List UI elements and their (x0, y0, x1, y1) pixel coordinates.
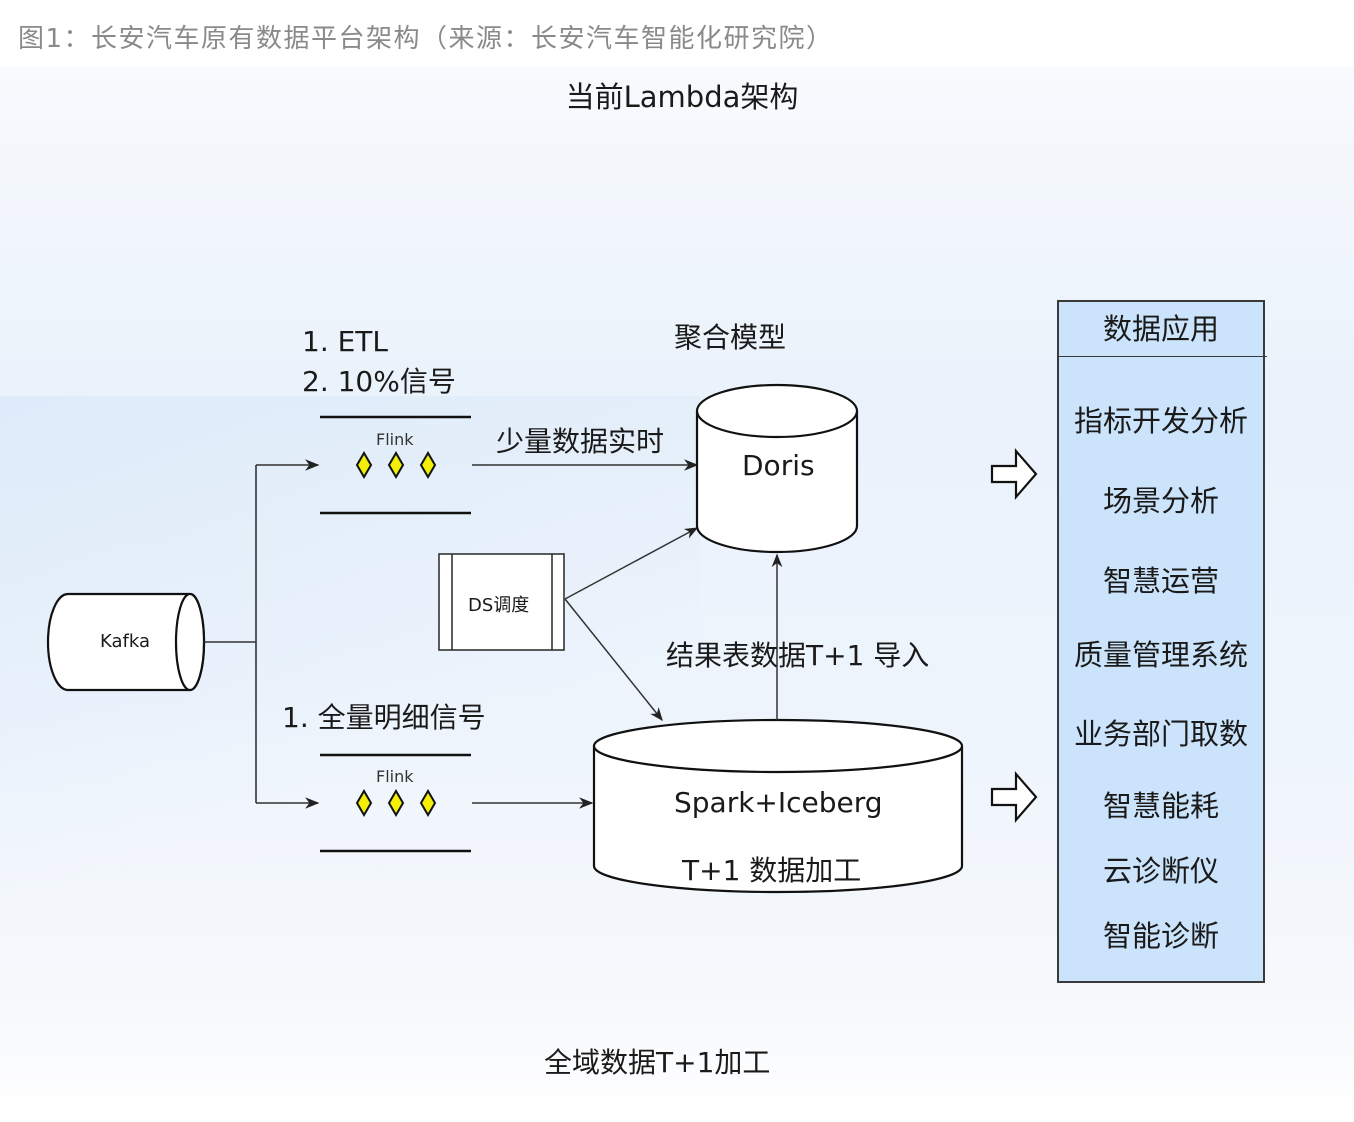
flink-full-block (320, 753, 471, 853)
application-item: 指标开发分析 (1073, 404, 1248, 438)
edge-ds-to-doris (564, 527, 699, 600)
kafka-branch-connector (204, 459, 320, 809)
application-item: 业务部门取数 (1073, 717, 1248, 751)
flink-operator-icon (355, 451, 437, 479)
doris-heading: 聚合模型 (674, 321, 787, 354)
architecture-diagram: 当前Lambda架构 1. ETL 2. 10%信号 Flink 少量数据实时 … (0, 66, 1354, 1122)
application-item: 质量管理系统 (1073, 638, 1248, 672)
ds-scheduler-box (438, 553, 565, 651)
kafka-label: Kafka (100, 631, 150, 652)
spark-subtitle: T+1 数据加工 (682, 854, 862, 887)
flink-full-label: Flink (376, 767, 414, 786)
spark-iceberg-label: Spark+Iceberg (674, 786, 883, 819)
hollow-arrow-right-icon (990, 771, 1038, 823)
data-applications-panel: 数据应用 指标开发分析 场景分析 智慧运营 质量管理系统 业务部门取数 智慧能耗… (1057, 300, 1267, 983)
applications-header: 数据应用 (1059, 302, 1267, 357)
ds-scheduler-label: DS调度 (468, 595, 530, 616)
diagram-title-text: 当前Lambda架构 (565, 80, 799, 114)
application-item: 智慧能耗 (1102, 789, 1219, 823)
kafka-cylinder (46, 592, 206, 692)
application-item: 智能诊断 (1102, 919, 1219, 953)
spark-iceberg-cylinder (592, 718, 964, 894)
flink-operator-icon (355, 789, 437, 817)
doris-label: Doris (742, 449, 815, 482)
doris-cylinder (695, 383, 859, 554)
edge-label-t1-import: 结果表数据T+1 导入 (666, 639, 930, 672)
note-etl: 1. ETL (302, 325, 389, 358)
application-item: 云诊断仪 (1102, 854, 1219, 888)
note-10pct-signal: 2. 10%信号 (302, 365, 456, 398)
edge-label-realtime: 少量数据实时 (496, 425, 665, 458)
diagram-graphics (46, 383, 1038, 894)
full-signal-note: 1. 全量明细信号 (282, 701, 486, 734)
bottom-label: 全域数据T+1加工 (544, 1046, 771, 1079)
flink-realtime-block (320, 415, 471, 515)
figure-caption: 图1：长安汽车原有数据平台架构（来源：长安汽车智能化研究院） (18, 24, 834, 54)
flink-realtime-label: Flink (376, 430, 414, 449)
realtime-notes: 1. ETL 2. 10%信号 (302, 322, 456, 402)
application-item: 智慧运营 (1102, 564, 1219, 598)
hollow-arrow-right-icon (990, 448, 1038, 500)
edge-ds-to-spark (564, 598, 663, 722)
diagram-title: 当前Lambda架构 (0, 74, 1354, 116)
application-item: 场景分析 (1102, 484, 1219, 518)
